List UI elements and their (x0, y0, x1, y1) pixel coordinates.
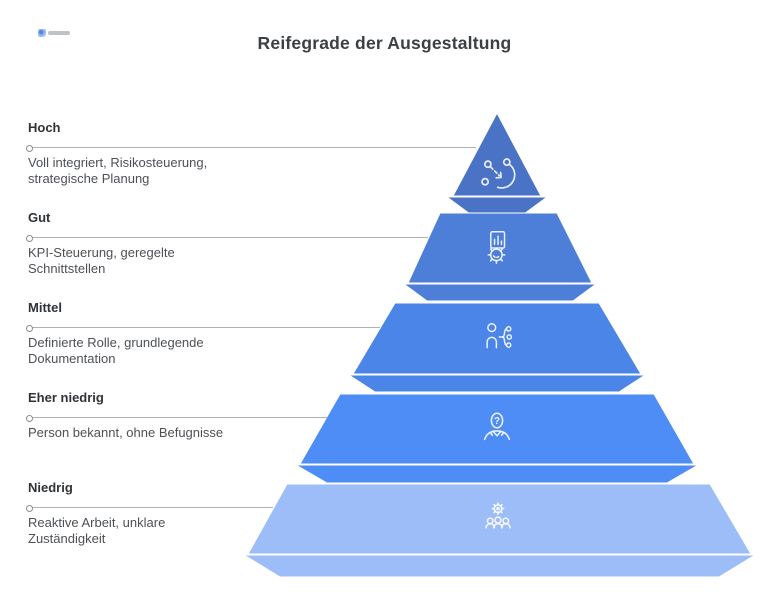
level-niedrig-face (247, 483, 752, 555)
level-description: Person bekannt, ohne Befugnisse (28, 425, 224, 440)
level-mittel-face (352, 302, 642, 375)
page-title: Reifegrade der Ausgestaltung (257, 33, 512, 53)
pyramid-level-niedrig (242, 483, 757, 578)
svg-text:?: ? (494, 416, 500, 427)
level-label-hoch: Hoch Voll integriert, Risikosteuerung, s… (26, 120, 476, 186)
level-description: KPI-Steuerung, geregelte Schnittstellen (28, 245, 175, 276)
level-label-niedrig: Niedrig Reaktive Arbeit, unklare Zuständ… (26, 480, 273, 546)
level-description: Voll integriert, Risikosteuerung, strate… (28, 155, 208, 186)
level-name: Hoch (28, 120, 61, 135)
level-niedrig-flap (242, 554, 757, 578)
connector-line (26, 414, 327, 422)
level-name: Niedrig (28, 480, 73, 495)
connector-line (26, 234, 428, 242)
person-question-icon: ? (483, 412, 511, 441)
pyramid-level-mittel (347, 302, 647, 393)
connector-line (26, 144, 476, 152)
level-name: Gut (28, 210, 51, 225)
pyramid-level-eher-niedrig: ? (294, 393, 700, 484)
level-description: Reaktive Arbeit, unklare Zuständigkeit (28, 515, 166, 546)
level-mittel-flap (347, 374, 647, 393)
connector-line (26, 324, 380, 332)
brand-logo-wordmark (48, 31, 70, 35)
connector-dot (26, 504, 33, 512)
level-label-eher-niedrig: Eher niedrig Person bekannt, ohne Befugn… (26, 390, 327, 441)
brand-logo (38, 29, 70, 37)
level-label-gut: Gut KPI-Steuerung, geregelte Schnittstel… (26, 210, 428, 276)
connector-dot (26, 324, 33, 332)
level-description: Definierte Rolle, grundlegende Dokumenta… (28, 335, 204, 366)
level-name: Eher niedrig (28, 390, 104, 405)
level-label-mittel: Mittel Definierte Rolle, grundlegende Do… (26, 300, 380, 366)
connector-dot (26, 234, 33, 242)
pyramid-level-gut (402, 212, 598, 302)
kpi-gear-icon (487, 231, 506, 264)
pyramid-level-hoch (445, 111, 549, 215)
level-hoch-face (452, 111, 542, 197)
level-eher-niedrig-flap (294, 464, 700, 484)
strategy-path-icon (481, 158, 516, 189)
level-hoch-flap (445, 196, 549, 215)
level-name: Mittel (28, 300, 62, 315)
connector-dot (26, 144, 33, 152)
brand-logo-icon (38, 29, 46, 37)
level-gut-flap (402, 283, 598, 302)
connector-line (26, 504, 273, 512)
connector-dot (26, 414, 33, 422)
level-eher-niedrig-face (299, 393, 695, 465)
team-gear-icon (485, 502, 511, 529)
person-role-icon (486, 323, 513, 349)
